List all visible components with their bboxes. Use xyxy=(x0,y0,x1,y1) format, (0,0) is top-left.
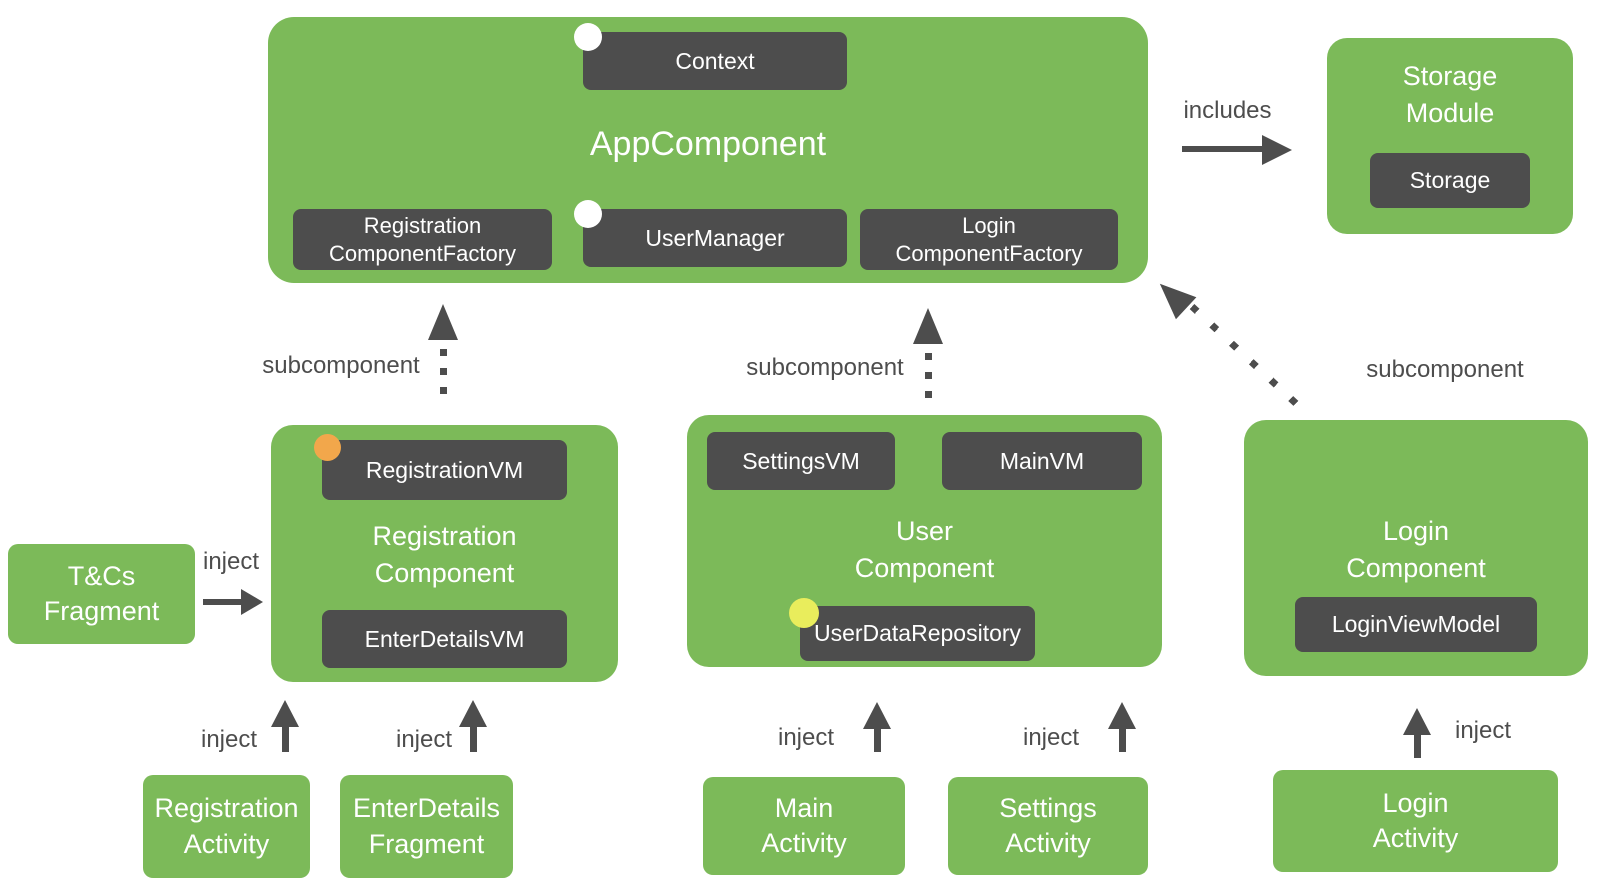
singleton-scope-dot-icon xyxy=(574,23,602,51)
inject-label-tcs: inject xyxy=(202,548,260,575)
login-view-model-chip: LoginViewModel xyxy=(1295,597,1537,652)
tcs-fragment-box: T&Cs Fragment xyxy=(8,544,195,644)
storage-module-box: Storage Module Storage xyxy=(1327,38,1573,234)
inject-label-login: inject xyxy=(1454,717,1512,744)
inject-label-registration: inject xyxy=(200,726,258,753)
login-activity-box: Login Activity xyxy=(1273,770,1558,872)
includes-arrow-head-icon xyxy=(1262,135,1292,165)
app-component-box: Context AppComponent Registration Compon… xyxy=(268,17,1148,283)
inject-arrow-shaft-settings xyxy=(1119,726,1126,752)
subcomponent-arrow-dashes-registration xyxy=(440,349,447,405)
login-component-title: Login Component xyxy=(1346,516,1486,583)
registration-component-title: Registration Component xyxy=(372,521,517,588)
settings-vm-chip: SettingsVM xyxy=(707,432,895,490)
user-manager-label: UserManager xyxy=(645,224,785,251)
inject-arrow-head-main-icon xyxy=(863,702,891,729)
inject-arrow-shaft-registration xyxy=(282,724,289,752)
enter-details-vm-chip: EnterDetailsVM xyxy=(322,610,567,668)
main-activity-box: Main Activity xyxy=(703,777,905,875)
inject-arrow-shaft-tcs xyxy=(203,599,243,605)
inject-label-main: inject xyxy=(777,724,835,751)
subcomponent-arrow-head-registration-icon xyxy=(428,304,458,340)
registration-activity-box: Registration Activity xyxy=(143,775,310,878)
registration-vm-chip: RegistrationVM xyxy=(314,434,567,500)
registration-component-box: RegistrationVM Registration Component En… xyxy=(271,425,618,682)
user-manager-chip: UserManager xyxy=(574,200,847,267)
inject-arrow-shaft-enter-details xyxy=(470,724,477,752)
includes-label: includes xyxy=(1183,97,1272,124)
user-component-box: SettingsVM MainVM User Component UserDat… xyxy=(687,415,1162,667)
user-scope-dot-icon xyxy=(789,598,819,628)
inject-arrow-head-registration-icon xyxy=(271,700,299,727)
user-data-repository-chip: UserDataRepository xyxy=(789,598,1035,661)
registration-component-factory-chip: Registration ComponentFactory xyxy=(293,209,552,270)
singleton-scope-dot-icon xyxy=(574,200,602,228)
login-component-box: Login Component LoginViewModel xyxy=(1244,420,1588,676)
login-component-factory-chip: Login ComponentFactory xyxy=(860,209,1118,270)
settings-activity-box: Settings Activity xyxy=(948,777,1148,875)
inject-arrow-head-login-icon xyxy=(1403,708,1431,735)
context-label: Context xyxy=(675,47,755,74)
inject-arrow-shaft-main xyxy=(874,726,881,752)
storage-chip: Storage xyxy=(1370,153,1530,208)
user-component-title: User Component xyxy=(854,516,995,583)
includes-arrow-shaft xyxy=(1182,146,1264,152)
storage-module-title: Storage Module xyxy=(1402,61,1498,128)
enter-details-fragment-box: EnterDetails Fragment xyxy=(340,775,513,878)
context-chip: Context xyxy=(574,23,847,90)
subcomponent-arrow-dots-login xyxy=(1189,303,1303,410)
user-data-repository-label: UserDataRepository xyxy=(813,620,1022,647)
registration-scope-dot-icon xyxy=(314,434,341,461)
registration-vm-label: RegistrationVM xyxy=(365,456,524,483)
subcomponent-arrow-head-user-icon xyxy=(913,308,943,344)
inject-arrow-head-settings-icon xyxy=(1108,702,1136,729)
inject-label-enter-details: inject xyxy=(395,726,453,753)
subcomponent-label-user: subcomponent xyxy=(746,354,904,381)
inject-arrow-head-tcs-icon xyxy=(241,589,263,615)
inject-arrow-shaft-login xyxy=(1414,732,1421,758)
subcomponent-arrow-dashes-user xyxy=(925,353,932,405)
inject-label-settings: inject xyxy=(1022,724,1080,751)
app-component-title: AppComponent xyxy=(589,125,827,163)
subcomponent-arrow-head-login-icon xyxy=(1149,272,1197,320)
subcomponent-label-registration: subcomponent xyxy=(262,352,420,379)
subcomponent-label-login: subcomponent xyxy=(1366,356,1524,383)
inject-arrow-head-enter-details-icon xyxy=(459,700,487,727)
main-vm-chip: MainVM xyxy=(942,432,1142,490)
